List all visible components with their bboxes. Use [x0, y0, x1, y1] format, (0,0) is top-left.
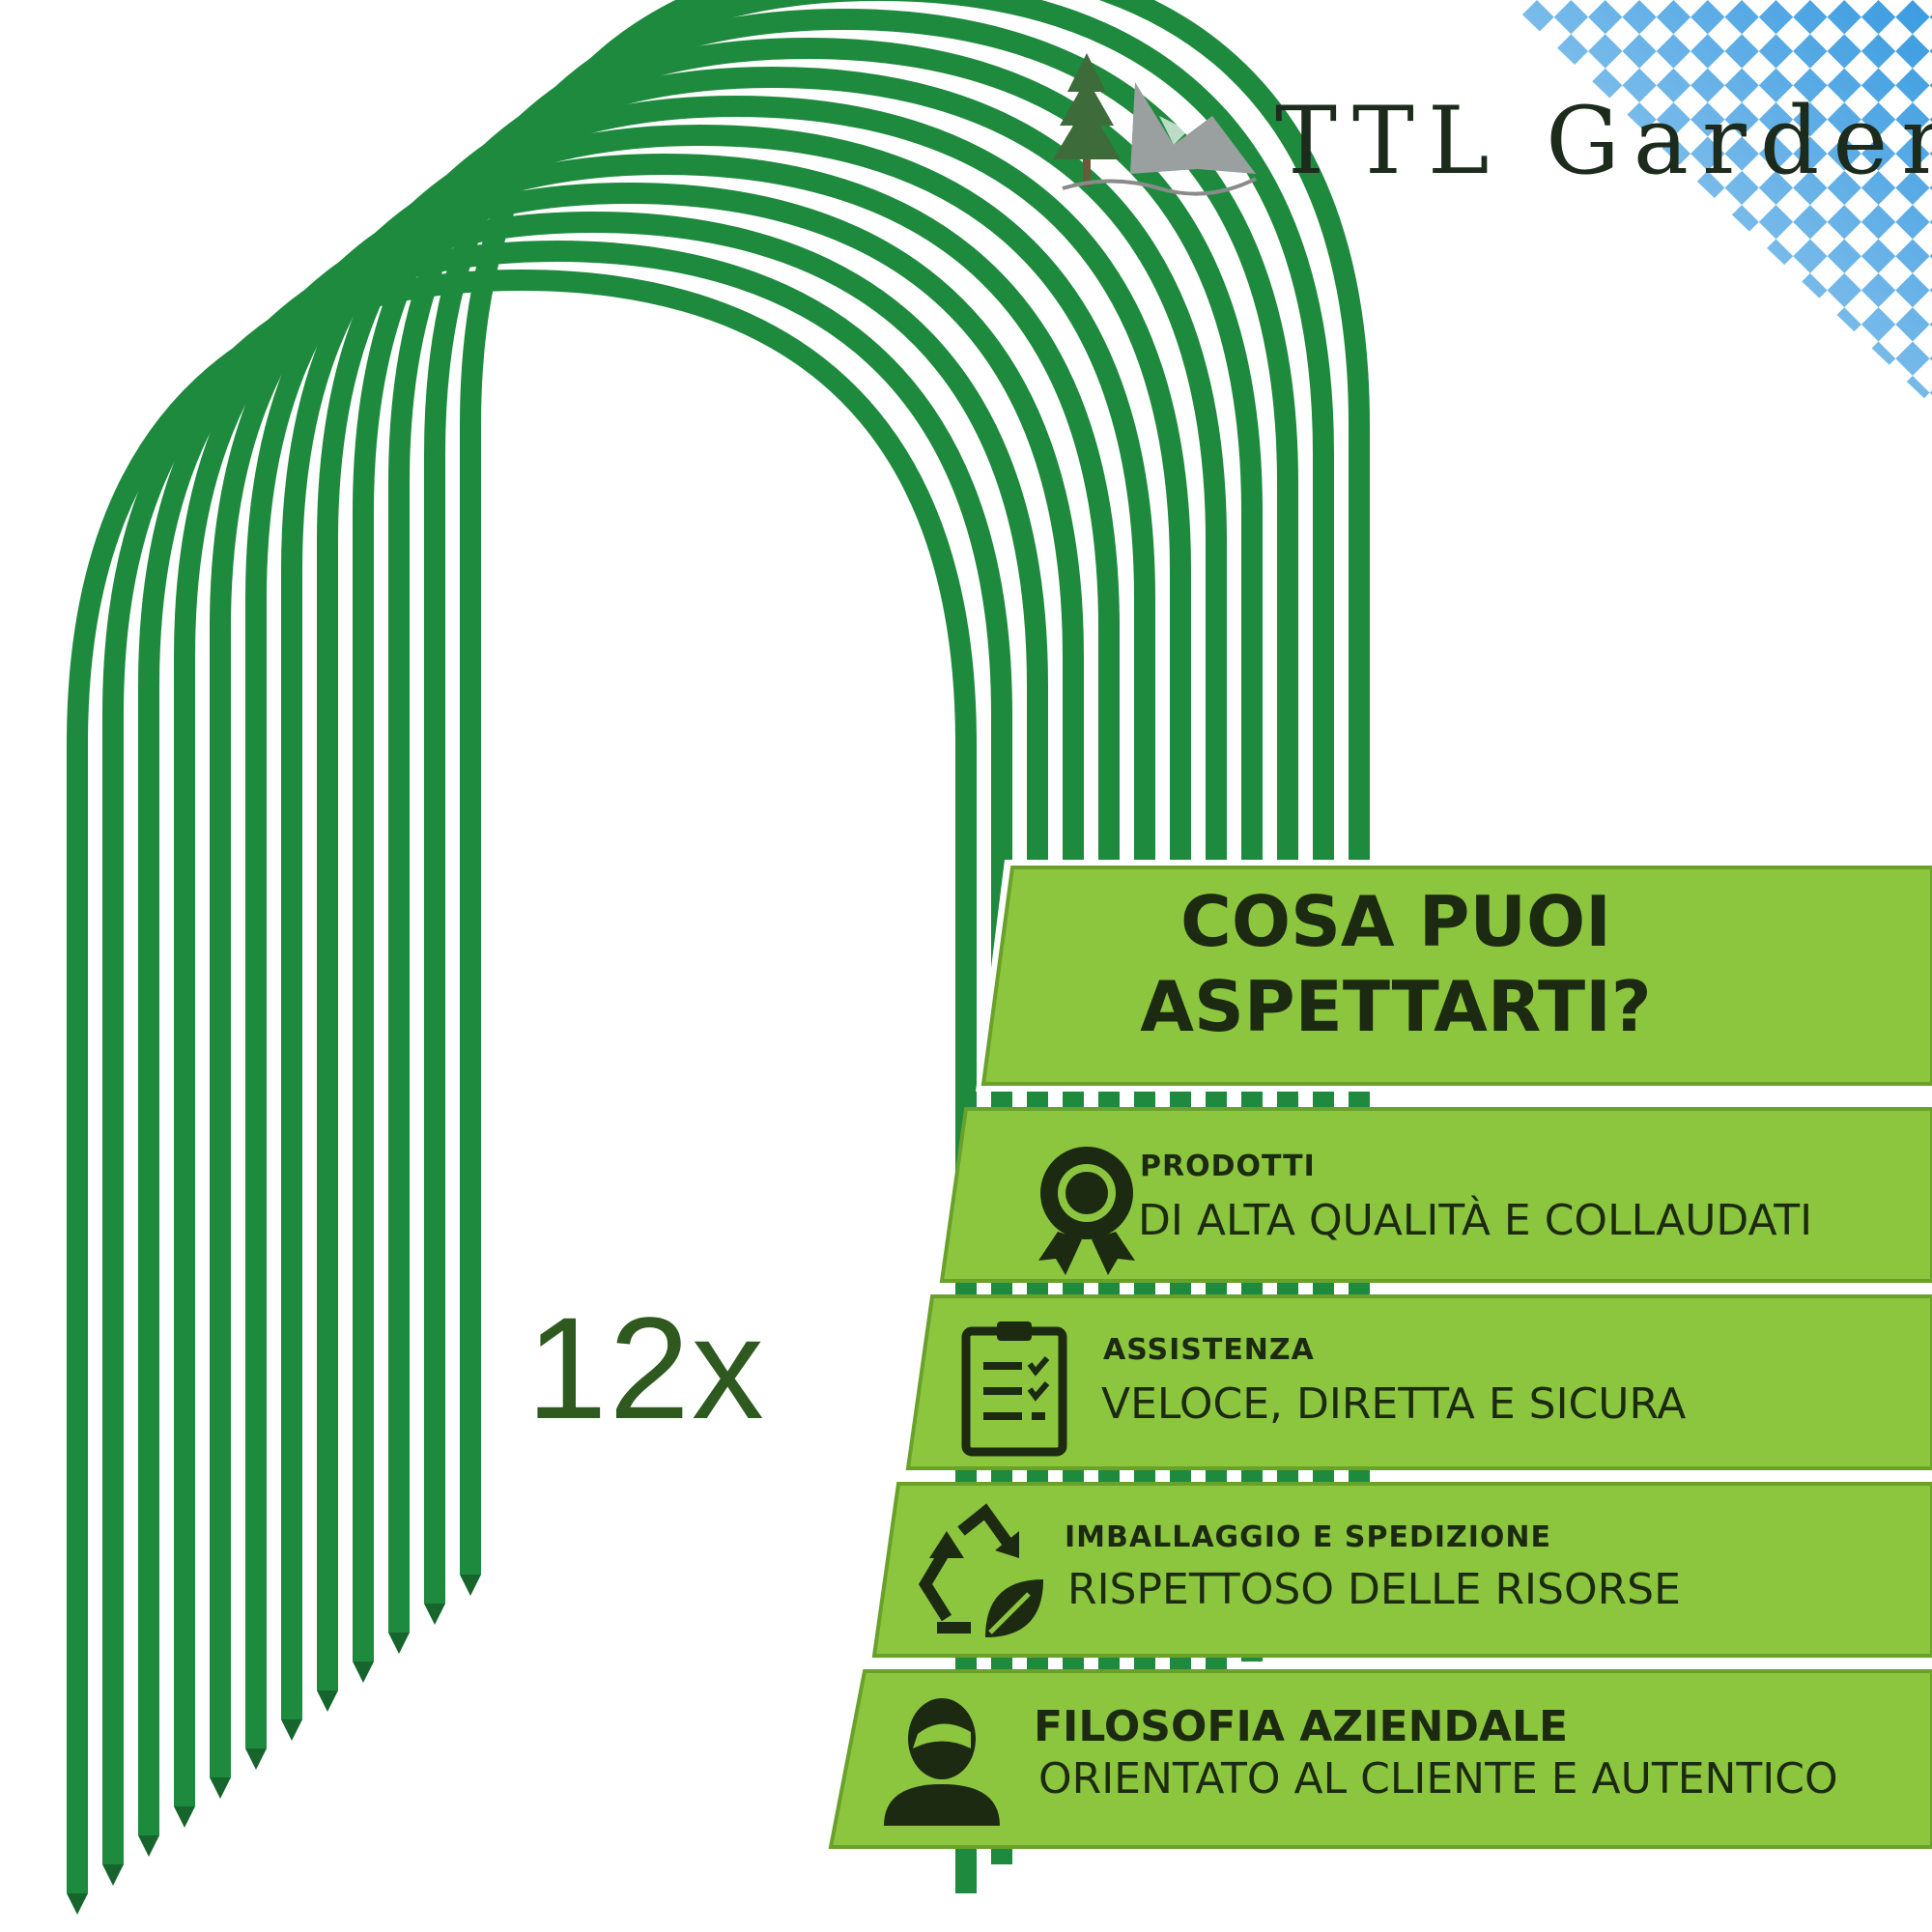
- arch-tip: [281, 1719, 302, 1741]
- diamond-pattern: [1507, 0, 1932, 406]
- panel-heading-line1: COSA PUOI: [1180, 881, 1611, 962]
- arch-tube: [67, 269, 977, 1893]
- arch-tube: [353, 37, 1263, 1662]
- arch-tube: [424, 0, 1334, 1604]
- arch-tip: [424, 1604, 445, 1625]
- arch-tip: [210, 1777, 231, 1799]
- clipboard-checklist-icon: [961, 1321, 1067, 1457]
- feature-panel: [828, 860, 1932, 1849]
- tree-mountain-logo: [1053, 53, 1257, 196]
- feature-label-quality: PRODOTTI: [1140, 1150, 1316, 1183]
- feature-label-packaging: IMBALLAGGIO E SPEDIZIONE: [1065, 1520, 1552, 1554]
- arch-tip: [317, 1690, 338, 1712]
- arch-tube: [317, 66, 1227, 1690]
- arch-tube: [245, 124, 1155, 1748]
- arch-tip: [460, 1575, 481, 1596]
- feature-desc-philosophy: ORIENTATO AL CLIENTE E AUTENTICO: [1038, 1754, 1838, 1804]
- arch-tip: [353, 1662, 374, 1683]
- arch-tip: [67, 1893, 88, 1915]
- arch-tube: [102, 240, 1012, 1864]
- arch-tip: [102, 1864, 124, 1886]
- arch-tip: [245, 1748, 267, 1770]
- greenhouse-arches: [67, 0, 1370, 1915]
- panel-heading-line2: ASPETTARTI?: [1140, 966, 1652, 1047]
- feature-label-philosophy: FILOSOFIA AZIENDALE: [1034, 1702, 1569, 1751]
- arch-tube: [174, 182, 1084, 1806]
- arch-tip: [174, 1806, 195, 1828]
- arch-tube: [138, 211, 1048, 1835]
- arch-tube: [460, 0, 1370, 1575]
- arch-tube: [388, 8, 1298, 1633]
- feature-label-support: ASSISTENZA: [1103, 1333, 1315, 1367]
- arch-tube: [281, 95, 1191, 1719]
- brand-name: TTL Garden: [1275, 87, 1932, 195]
- feature-desc-support: VELOCE, DIRETTA E SICURA: [1101, 1379, 1687, 1429]
- person-icon: [884, 1698, 1000, 1826]
- arch-tip: [138, 1835, 159, 1857]
- arch-tip: [388, 1633, 410, 1654]
- award-ribbon-icon: [1038, 1147, 1135, 1275]
- feature-desc-packaging: RISPETTOSO DELLE RISORSE: [1067, 1565, 1681, 1614]
- arch-tube: [210, 153, 1120, 1777]
- feature-desc-quality: DI ALTA QUALITÀ E COLLAUDATI: [1138, 1196, 1813, 1245]
- count-label: 12x: [526, 1287, 766, 1449]
- recycle-leaf-icon: [918, 1503, 1043, 1637]
